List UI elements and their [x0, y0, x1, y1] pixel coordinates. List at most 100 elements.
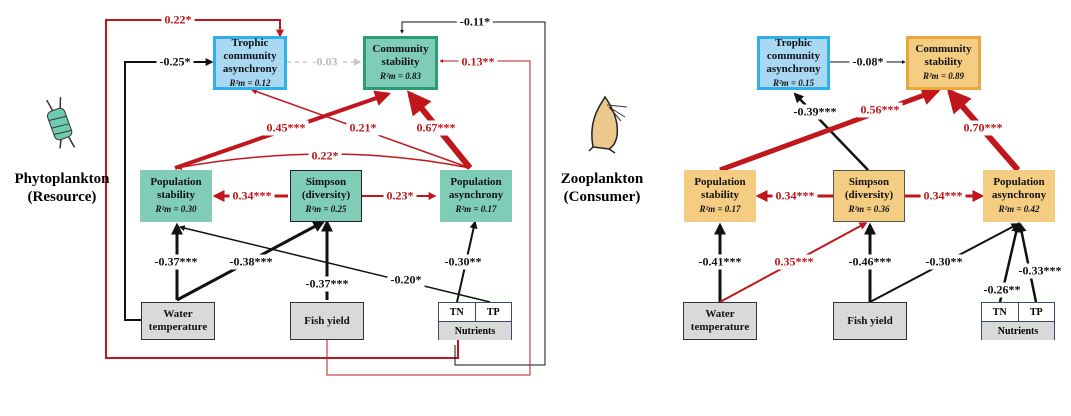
phytoplankton-chain-icon — [46, 97, 76, 149]
coef-label: -0.26** — [980, 282, 1024, 298]
node-label: temperature — [690, 321, 750, 333]
nutrients-label: Nutrients — [439, 321, 511, 340]
node-population-stability: Population stability R²m = 0.30 — [140, 170, 212, 222]
coef-label: -0.37*** — [302, 276, 352, 292]
node-tn: TN — [439, 303, 475, 321]
r2-value: R²m = 0.17 — [455, 204, 497, 214]
coef-label: -0.39*** — [790, 104, 840, 120]
coef-label: -0.38*** — [226, 254, 276, 270]
coef-label: -0.11* — [456, 14, 494, 30]
zooplankton-copepod-icon — [588, 95, 628, 154]
node-fish-yield: Fish yield — [290, 302, 364, 340]
node-tp: TP — [1017, 303, 1054, 321]
node-label: stability — [701, 189, 739, 201]
node-label: stability — [157, 189, 195, 201]
coef-label: -0.37*** — [151, 254, 201, 270]
coef-label: 0.35*** — [771, 254, 817, 270]
node-simpson-diversity-zoo: Simpson (diversity) R²m = 0.36 — [833, 170, 905, 222]
r2-value: R²m = 0.42 — [998, 204, 1040, 214]
node-label: Population — [150, 176, 202, 188]
node-label: stability — [381, 56, 420, 68]
node-label: Population — [450, 176, 502, 188]
node-label: (diversity) — [301, 189, 351, 201]
node-label: asynchrony — [991, 189, 1047, 201]
coef-label: 0.23* — [383, 188, 417, 204]
node-simpson-diversity: Simpson (diversity) R²m = 0.25 — [290, 170, 362, 222]
coef-label: 0.34*** — [920, 188, 966, 204]
coef-label: 0.21* — [346, 120, 380, 136]
node-tn: TN — [982, 303, 1018, 321]
node-water-temperature-zoo: Water temperature — [683, 302, 757, 340]
arrow-nutrients-trophic — [105, 19, 459, 359]
r2-value: R²m = 0.12 — [229, 77, 271, 88]
coef-label: 0.67*** — [413, 120, 459, 136]
coef-label: 0.34*** — [229, 188, 275, 204]
node-label: asynchrony — [448, 189, 504, 201]
node-population-asynchrony-zoo: Population asynchrony R²m = 0.42 — [983, 170, 1055, 222]
node-label: community — [766, 49, 821, 62]
node-trophic-asynchrony-zoo: Trophic community asynchrony R²m = 0.15 — [757, 36, 830, 90]
coef-label: -0.30** — [922, 254, 966, 270]
node-population-asynchrony: Population asynchrony R²m = 0.17 — [440, 170, 512, 222]
node-label: Simpson — [305, 176, 347, 188]
phyto-panel-title: Phytoplankton (Resource) — [14, 170, 109, 206]
coef-label: -0.20* — [387, 272, 425, 288]
node-fish-yield-zoo: Fish yield — [833, 302, 907, 340]
panel-title-line1: Zooplankton — [560, 171, 644, 187]
node-label: Community — [372, 43, 429, 55]
node-label: community — [223, 49, 277, 62]
zoo-panel-title: Zooplankton (Consumer) — [561, 170, 644, 206]
node-label: Fish yield — [304, 314, 350, 327]
coef-label: 0.56*** — [857, 102, 903, 118]
coef-label: 0.45*** — [263, 120, 309, 136]
node-label: Population — [694, 176, 746, 188]
node-label: temperature — [148, 321, 208, 333]
r2-value: R²m = 0.25 — [305, 204, 347, 214]
node-label: Simpson — [848, 176, 890, 188]
node-water-temperature: Water temperature — [141, 302, 215, 340]
r2-value: R²m = 0.17 — [699, 204, 741, 214]
node-community-stability-zoo: Community stability R²m = 0.89 — [906, 36, 981, 90]
node-label: asynchrony — [222, 62, 278, 75]
r2-value: R²m = 0.89 — [922, 71, 965, 81]
node-label: Population — [993, 176, 1045, 188]
node-label: asynchrony — [766, 62, 821, 75]
r2-value: R²m = 0.36 — [848, 204, 890, 214]
node-label: Water — [163, 308, 193, 320]
node-label: Trophic — [231, 36, 269, 49]
arrow-tp-popasyn-zoo — [1016, 222, 1038, 303]
coef-label: -0.46*** — [845, 254, 895, 270]
arrow-fish-community — [326, 59, 531, 376]
arrow-popstab-community-zoo — [719, 86, 942, 173]
panel-title-line2: (Consumer) — [563, 189, 641, 205]
nutrients-label: Nutrients — [982, 321, 1054, 340]
r2-value: R²m = 0.30 — [155, 204, 197, 214]
coef-label: 0.13** — [458, 54, 498, 70]
r2-value: R²m = 0.83 — [379, 71, 422, 81]
coef-label: -0.41*** — [695, 254, 745, 270]
arrow-nutrients-community — [400, 21, 546, 366]
panel-title-line2: (Resource) — [27, 189, 97, 205]
node-population-stability-zoo: Population stability R²m = 0.17 — [684, 170, 756, 222]
node-label: Community — [915, 43, 972, 55]
coef-label: -0.30** — [441, 254, 485, 270]
coef-label: -0.08* — [849, 54, 887, 70]
r2-value: R²m = 0.15 — [772, 77, 815, 88]
panel-title-line1: Phytoplankton — [14, 171, 110, 187]
node-label: Fish yield — [847, 314, 893, 327]
node-label: Water — [705, 308, 735, 320]
node-label: Trophic — [775, 36, 812, 49]
coef-label: -0.03 — [309, 54, 341, 70]
coef-label: -0.25* — [156, 54, 194, 70]
node-trophic-asynchrony: Trophic community asynchrony R²m = 0.12 — [213, 36, 287, 90]
coef-label: 0.22* — [308, 148, 342, 164]
coef-label: 0.70*** — [960, 120, 1006, 136]
coef-label: -0.33*** — [1015, 263, 1065, 279]
node-tp: TP — [474, 303, 511, 321]
arrow-nutrients-popstab — [178, 225, 491, 303]
node-community-stability: Community stability R²m = 0.83 — [363, 36, 438, 90]
coef-label: 0.22* — [161, 12, 195, 28]
coef-label: 0.34*** — [772, 188, 818, 204]
